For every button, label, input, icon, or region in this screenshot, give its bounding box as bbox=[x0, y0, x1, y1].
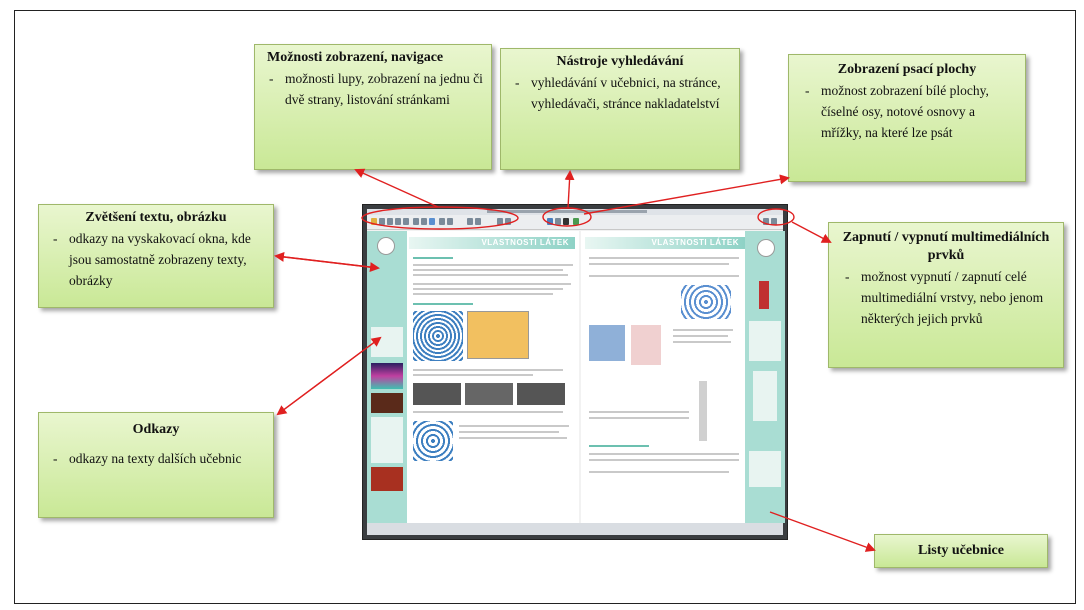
window-titlebar bbox=[367, 209, 783, 215]
link-image[interactable] bbox=[371, 467, 403, 491]
molecule-image[interactable] bbox=[413, 421, 453, 461]
arrow-whiteboard bbox=[583, 174, 790, 215]
whiteboard-icon[interactable] bbox=[573, 218, 579, 225]
highlight-search-tools bbox=[542, 207, 592, 227]
callout-whiteboard: Zobrazení psací plochy možnost zobrazení… bbox=[788, 54, 1026, 182]
callout-multimedia: Zapnutí / vypnutí multimediálních prvků … bbox=[828, 222, 1064, 368]
callout-multimedia-title: Zapnutí / vypnutí multimediálních prvků bbox=[842, 230, 1050, 264]
link-box[interactable] bbox=[749, 451, 781, 487]
arrow-navigation bbox=[354, 168, 439, 208]
diagram-image[interactable] bbox=[589, 325, 625, 361]
nav-icon[interactable] bbox=[439, 218, 445, 225]
right-page-heading: VLASTNOSTI LÁTEK bbox=[651, 238, 739, 247]
callout-zoom-text-list: odkazy na vyskakovací okna, kde jsou sam… bbox=[47, 229, 265, 292]
search-icon[interactable] bbox=[555, 218, 561, 225]
photo-image[interactable] bbox=[465, 383, 513, 405]
zoom-icon[interactable] bbox=[395, 218, 401, 225]
callout-sheets-title: Listy učebnice bbox=[918, 543, 1004, 558]
multimedia-toggle-icon[interactable] bbox=[763, 218, 769, 225]
textbook-toolbar bbox=[367, 215, 783, 230]
left-page-margin bbox=[367, 231, 407, 523]
callout-navigation-list: možnosti lupy, zobrazení na jednu či dvě… bbox=[263, 69, 483, 111]
callout-multimedia-item: možnost vypnutí / zapnutí celé multimedi… bbox=[839, 267, 1053, 330]
textbook-window: VLASTNOSTI LÁTEK VLAST bbox=[367, 209, 785, 535]
callout-whiteboard-list: možnost zobrazení bílé plochy, číselné o… bbox=[799, 81, 1015, 144]
callout-zoom-text: Zvětšení textu, obrázku odkazy na vyskak… bbox=[38, 204, 274, 308]
left-page-heading: VLASTNOSTI LÁTEK bbox=[481, 238, 569, 247]
window-statusbar bbox=[367, 523, 783, 535]
apparatus-image[interactable] bbox=[753, 371, 777, 421]
callout-whiteboard-item: možnost zobrazení bílé plochy, číselné o… bbox=[799, 81, 995, 144]
particles-image[interactable] bbox=[681, 285, 731, 319]
textbook-page-left: VLASTNOSTI LÁTEK bbox=[367, 231, 579, 523]
zoom-icon[interactable] bbox=[403, 218, 409, 225]
publisher-logo bbox=[757, 239, 775, 257]
textbook-page-right: VLASTNOSTI LÁTEK bbox=[581, 231, 785, 523]
callout-search: Nástroje vyhledávání vyhledávání v učebn… bbox=[500, 48, 740, 170]
search-icon[interactable] bbox=[547, 218, 553, 225]
right-page-header: VLASTNOSTI LÁTEK bbox=[585, 237, 745, 249]
callout-search-list: vyhledávání v učebnici, na stránce, vyhl… bbox=[509, 73, 731, 115]
photo-image[interactable] bbox=[517, 383, 565, 405]
callout-navigation-title: Možnosti zobrazení, navigace bbox=[267, 50, 444, 65]
arrow-search bbox=[564, 170, 575, 209]
search-icon[interactable] bbox=[563, 218, 569, 225]
arrow-zoom-text-back bbox=[275, 255, 380, 273]
tool-icon[interactable] bbox=[371, 218, 377, 225]
callout-sheets: Listy učebnice bbox=[874, 534, 1048, 568]
callout-search-title: Nástroje vyhledávání bbox=[556, 54, 684, 69]
link-image[interactable] bbox=[371, 393, 403, 413]
multimedia-toggle-icon[interactable] bbox=[771, 218, 777, 225]
cartoon-image[interactable] bbox=[467, 311, 529, 359]
molecule-image[interactable] bbox=[413, 311, 463, 361]
thermometer-image bbox=[699, 381, 707, 441]
callout-whiteboard-title: Zobrazení psací plochy bbox=[837, 62, 977, 77]
textbook-screenshot: VLASTNOSTI LÁTEK VLAST bbox=[362, 204, 788, 540]
link-box[interactable] bbox=[371, 417, 403, 463]
nav-icon[interactable] bbox=[447, 218, 453, 225]
bottle-image[interactable] bbox=[759, 281, 769, 309]
callout-search-item: vyhledávání v učebnici, na stránce, vyhl… bbox=[509, 73, 731, 115]
page-view-icon[interactable] bbox=[413, 218, 419, 225]
page-view-icon[interactable] bbox=[421, 218, 427, 225]
diagram-image[interactable] bbox=[631, 325, 661, 365]
page-view-icon[interactable] bbox=[429, 218, 435, 225]
arrow-links-back bbox=[277, 336, 382, 415]
callout-zoom-text-title: Zvětšení textu, obrázku bbox=[85, 210, 227, 225]
nav-icon[interactable] bbox=[475, 218, 481, 225]
nav-icon[interactable] bbox=[505, 218, 511, 225]
callout-links-title: Odkazy bbox=[132, 422, 180, 437]
callout-multimedia-list: možnost vypnutí / zapnutí celé multimedi… bbox=[839, 267, 1053, 330]
link-box[interactable] bbox=[749, 321, 781, 361]
callout-navigation-item: možnosti lupy, zobrazení na jednu či dvě… bbox=[263, 69, 483, 111]
left-page-header: VLASTNOSTI LÁTEK bbox=[409, 237, 575, 249]
tool-icon[interactable] bbox=[379, 218, 385, 225]
publisher-logo bbox=[377, 237, 395, 255]
highlight-multimedia-tools bbox=[757, 208, 795, 226]
aurora-image[interactable] bbox=[371, 363, 403, 389]
photo-image[interactable] bbox=[413, 383, 461, 405]
callout-links: Odkazy odkazy na texty dalších učebnic bbox=[38, 412, 274, 518]
figure-frame bbox=[14, 10, 1076, 604]
nav-icon[interactable] bbox=[467, 218, 473, 225]
callout-zoom-text-item: odkazy na vyskakovací okna, kde jsou sam… bbox=[47, 229, 265, 292]
callout-navigation: Možnosti zobrazení, navigace možnosti lu… bbox=[254, 44, 492, 170]
zoom-icon[interactable] bbox=[387, 218, 393, 225]
nav-icon[interactable] bbox=[497, 218, 503, 225]
right-page-margin bbox=[745, 231, 785, 523]
arrow-multimedia bbox=[791, 221, 832, 243]
arrow-sheets bbox=[769, 511, 876, 552]
callout-links-item: odkazy na texty dalších učebnic bbox=[47, 449, 265, 470]
highlight-navigation-tools bbox=[361, 206, 519, 230]
callout-links-list: odkazy na texty dalších učebnic bbox=[47, 449, 265, 470]
